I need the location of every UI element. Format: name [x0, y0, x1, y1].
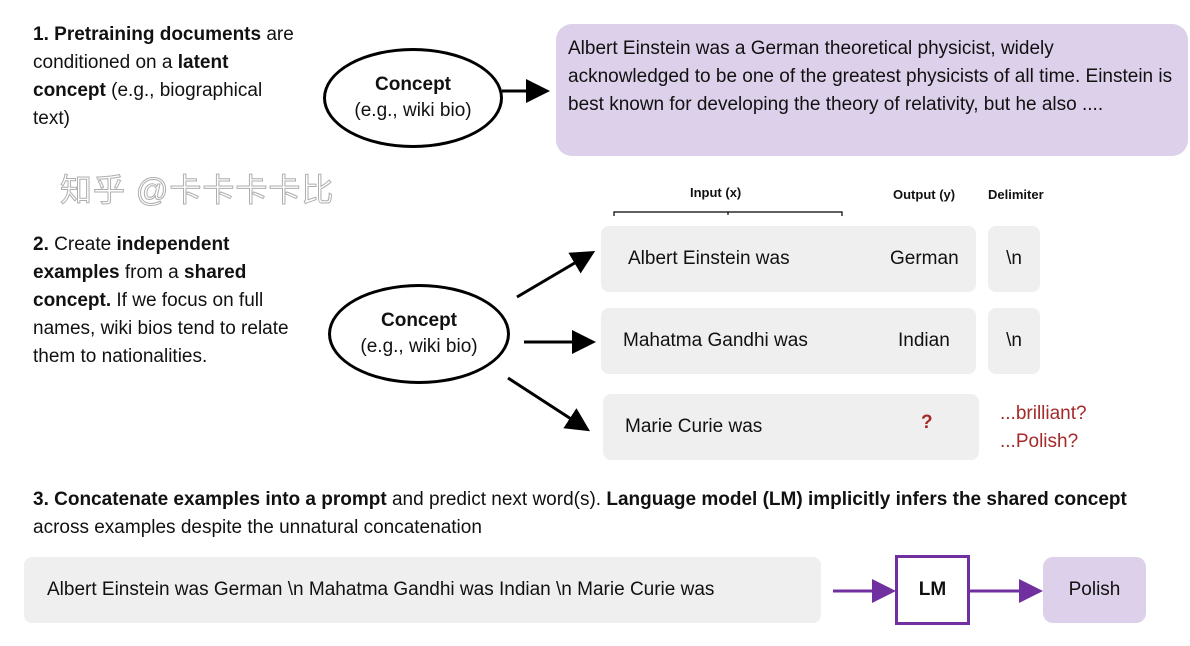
header-delimiter: Delimiter — [988, 187, 1044, 202]
step2-text: 2. Create independent examples from a sh… — [33, 234, 289, 367]
delimiter-2: \n — [988, 308, 1040, 374]
candidate: ...brilliant? — [1000, 403, 1087, 424]
prediction-box: Polish — [1043, 557, 1146, 623]
arrow-to-example-1 — [516, 250, 596, 299]
example-row-1: Albert Einstein was German — [601, 226, 976, 292]
step1-text: 1. Pretraining documents are conditioned… — [33, 24, 294, 129]
prompt-box: Albert Einstein was German \n Mahatma Ga… — [24, 557, 821, 623]
example-input: Mahatma Gandhi was — [623, 330, 808, 351]
watermark: 知乎 @卡卡卡卡比 — [59, 172, 335, 209]
example-output: Indian — [898, 330, 950, 351]
example-output: German — [890, 248, 959, 269]
delimiter-1: \n — [988, 226, 1040, 292]
example-input: Albert Einstein was — [628, 248, 790, 269]
arrow-to-example-3 — [507, 376, 591, 432]
header-output: Output (y) — [893, 187, 956, 202]
example-row-2: Mahatma Gandhi was Indian — [601, 308, 976, 374]
concept-node-2: Concept(e.g., wiki bio) — [328, 284, 510, 384]
input-bracket — [613, 211, 843, 216]
concept-node-1: Concept(e.g., wiki bio) — [323, 48, 503, 148]
candidate: ...Polish? — [1000, 431, 1079, 452]
example-row-3: Marie Curie was ? — [603, 394, 979, 460]
unknown-output: ? — [921, 412, 933, 433]
language-model-box: LM — [895, 555, 970, 625]
bio-document: Albert Einstein was a German theoretical… — [556, 24, 1188, 156]
header-input: Input (x) — [690, 185, 742, 200]
example-input: Marie Curie was — [625, 416, 763, 437]
step3-text: 3. Concatenate examples into a prompt an… — [33, 489, 1127, 538]
candidate-list: ...brilliant? ...Polish? — [1000, 400, 1087, 456]
